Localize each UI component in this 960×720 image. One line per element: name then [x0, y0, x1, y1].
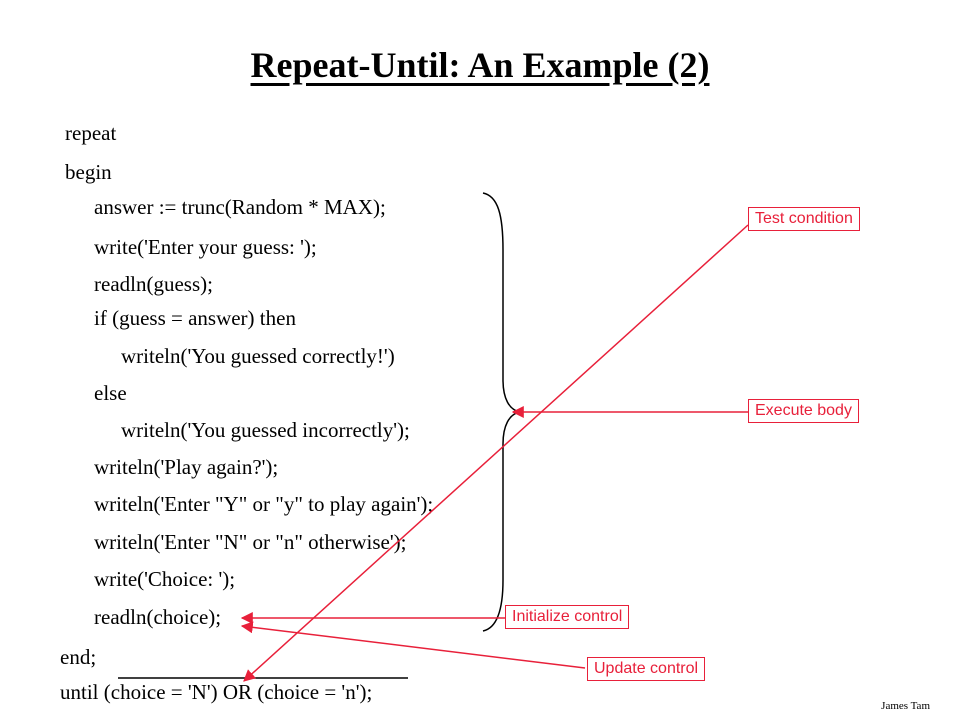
code-line-writeln-incorrect: writeln('You guessed incorrectly');	[121, 418, 410, 442]
slide-title: Repeat-Until: An Example (2)	[250, 45, 710, 85]
code-line-write-choice: write('Choice: ');	[94, 567, 236, 591]
code-line-readln-choice: readln(choice);	[94, 605, 222, 629]
author-footer: James Tam	[881, 700, 930, 712]
code-line-write-guess: write('Enter your guess: ');	[94, 235, 317, 259]
code-line-begin: begin	[65, 160, 112, 184]
test-condition-callout: Test condition	[748, 207, 860, 231]
code-line-writeln-enter-y: writeln('Enter "Y" or "y" to play again'…	[94, 492, 434, 516]
code-line-writeln-play-again: writeln('Play again?');	[94, 455, 279, 479]
update-control-callout: Update control	[587, 657, 706, 681]
code-line-end: end;	[60, 645, 97, 669]
execute-body-callout: Execute body	[748, 399, 859, 423]
code-line-writeln-enter-n: writeln('Enter "N" or "n" otherwise');	[94, 530, 407, 554]
code-line-writeln-correct: writeln('You guessed correctly!')	[121, 344, 395, 368]
code-line-until: until (choice = 'N') OR (choice = 'n');	[60, 680, 373, 704]
update-control-arrow	[240, 621, 586, 669]
code-line-repeat: repeat	[65, 121, 117, 145]
body-brace-upper	[482, 192, 521, 413]
test-condition-arrow	[243, 224, 749, 682]
code-line-else: else	[94, 381, 127, 405]
code-line-readln-guess: readln(guess);	[94, 272, 213, 296]
code-line-answer: answer := trunc(Random * MAX);	[94, 195, 386, 219]
code-line-if: if (guess = answer) then	[94, 306, 296, 330]
initialize-control-callout: Initialize control	[505, 605, 630, 629]
body-brace-lower	[482, 411, 521, 632]
